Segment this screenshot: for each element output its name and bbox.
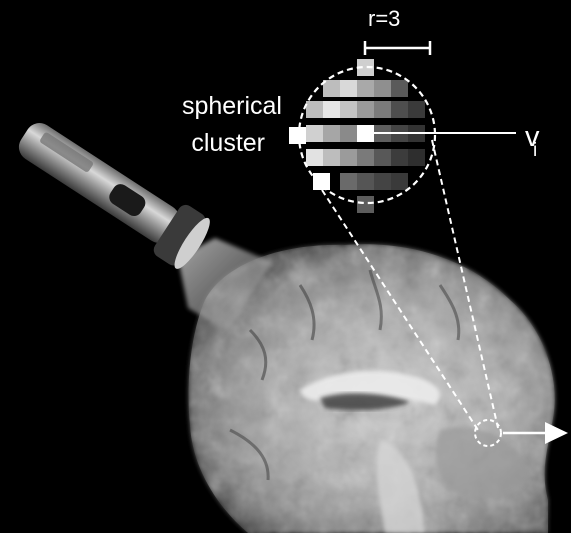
voxel <box>340 125 357 142</box>
cluster-label-line2: cluster <box>150 128 265 158</box>
voxel <box>374 101 391 118</box>
voxel <box>357 101 374 118</box>
voxel <box>391 173 408 190</box>
voxel <box>323 80 340 97</box>
voxel <box>357 149 374 166</box>
voxel <box>323 125 340 142</box>
voxel <box>306 149 323 166</box>
voxel <box>374 80 391 97</box>
voxel <box>391 149 408 166</box>
voxel <box>408 101 425 118</box>
voxel <box>323 101 340 118</box>
voxel <box>306 125 323 142</box>
voxel <box>340 173 357 190</box>
voxel <box>340 101 357 118</box>
voxel <box>391 80 408 97</box>
radius-label: r=3 <box>368 6 400 32</box>
voxel-center <box>357 125 374 142</box>
voxel-label-subscript: i <box>533 140 537 162</box>
voxel <box>374 173 391 190</box>
voxel <box>340 80 357 97</box>
voxel <box>408 149 425 166</box>
voxel <box>357 196 374 213</box>
voxel <box>374 149 391 166</box>
voxel <box>323 149 340 166</box>
voxel <box>313 173 330 190</box>
voxel <box>289 127 306 144</box>
voxel <box>357 80 374 97</box>
voxel <box>391 101 408 118</box>
voxel <box>340 149 357 166</box>
cluster-label-line1: spherical <box>150 91 282 121</box>
spherical-cluster <box>289 59 516 213</box>
voxel <box>357 173 374 190</box>
radius-indicator <box>365 41 430 55</box>
cluster-voxels <box>289 59 425 213</box>
voxel <box>306 101 323 118</box>
